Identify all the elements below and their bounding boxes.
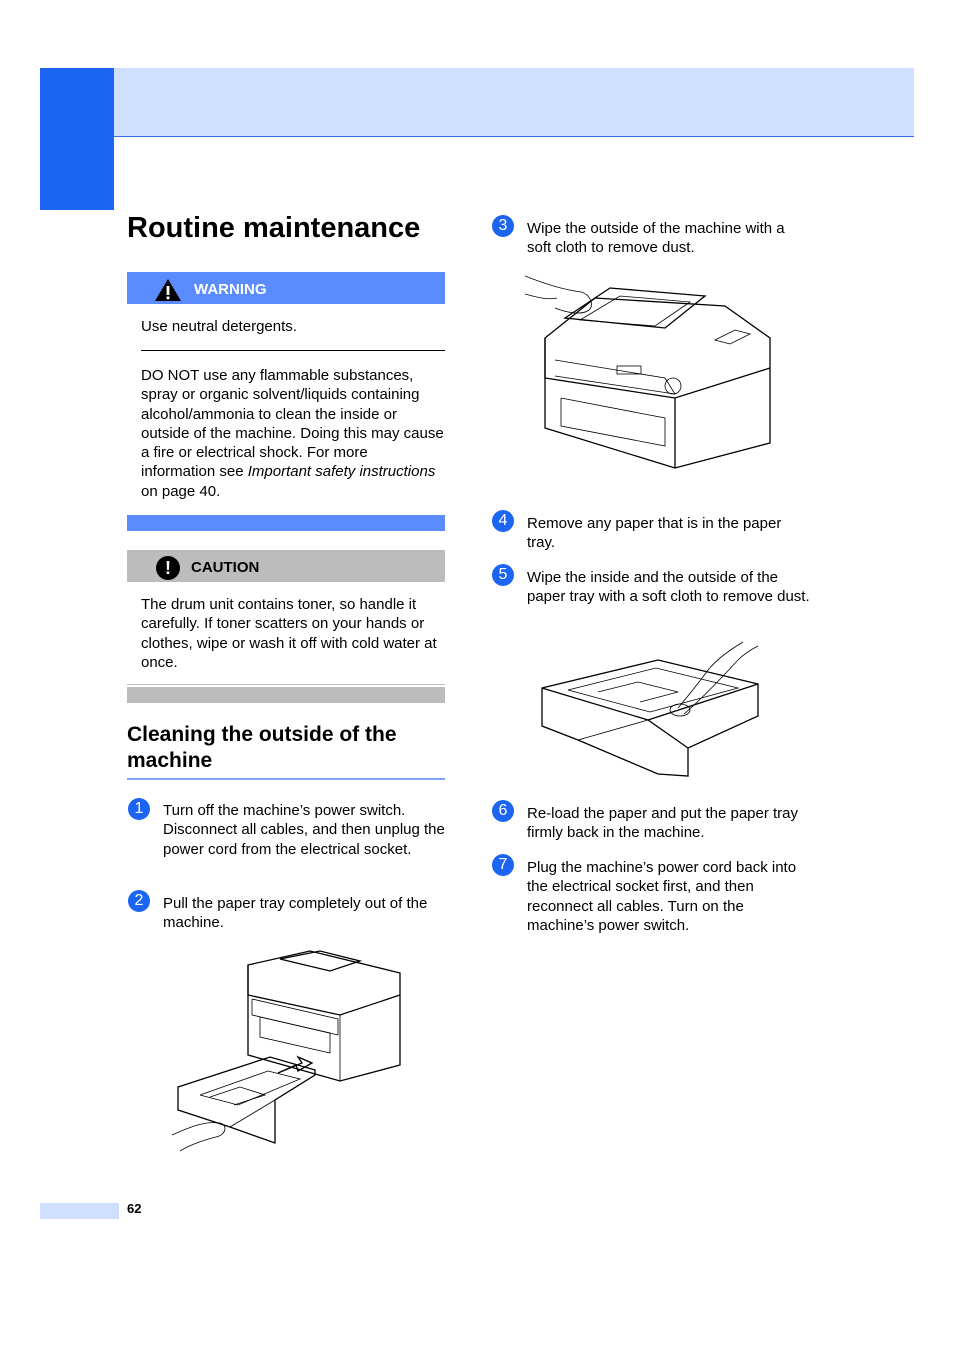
caution-label: CAUTION	[191, 559, 260, 576]
step-5-text: Wipe the inside and the outside of the p…	[527, 569, 810, 606]
caution-divider	[127, 684, 445, 685]
caution-header-bar	[127, 550, 445, 582]
step-5-number: 5	[492, 564, 514, 586]
chapter-tab	[40, 68, 114, 210]
caution-text: The drum unit contains toner, so handle …	[141, 596, 437, 671]
page-number-bar	[40, 1203, 119, 1219]
step-2-number: 2	[128, 890, 150, 912]
section-underline	[127, 778, 445, 780]
warning-text-flammable-main: DO NOT use any flammable substances, spr…	[141, 367, 444, 481]
step-1-text: Turn off the machine’s power switch. Dis…	[163, 802, 445, 858]
step-3-number: 3	[492, 215, 514, 237]
warning-text-detergents: Use neutral detergents.	[141, 318, 297, 335]
warning-text-flammable: DO NOT use any flammable substances, spr…	[141, 366, 446, 501]
step-7-text: Plug the machine’s power cord back into …	[527, 859, 797, 934]
step-4-text: Remove any paper that is in the paper tr…	[527, 515, 782, 552]
caution-footer-bar	[127, 687, 445, 703]
caution-exclamation-icon: !	[156, 556, 180, 580]
warning-triangle-icon	[155, 279, 181, 301]
header-band	[40, 68, 914, 137]
step-6-text: Re-load the paper and put the paper tray…	[527, 805, 799, 842]
wipe-tray-illustration	[541, 641, 759, 777]
warning-label: WARNING	[194, 281, 267, 298]
step-7-number: 7	[492, 854, 514, 876]
page-title: Routine maintenance	[127, 212, 421, 244]
page-number: 62	[127, 1201, 142, 1216]
tray-removal-illustration	[171, 950, 401, 1152]
step-6-number: 6	[492, 800, 514, 822]
warning-text-flammable-page: on page 40.	[141, 482, 221, 500]
step-1-number: 1	[128, 798, 150, 820]
wipe-machine-illustration	[525, 275, 771, 469]
warning-footer-bar	[127, 515, 445, 531]
warning-header-bar	[127, 272, 445, 304]
safety-instructions-ref: Important safety instructions	[247, 463, 436, 481]
step-3-text: Wipe the outside of the machine with a s…	[527, 220, 785, 257]
warning-divider	[141, 350, 445, 351]
step-2-text: Pull the paper tray completely out of th…	[163, 895, 428, 932]
step-4-number: 4	[492, 510, 514, 532]
section-title: Cleaning the outside of the machine	[127, 723, 397, 772]
